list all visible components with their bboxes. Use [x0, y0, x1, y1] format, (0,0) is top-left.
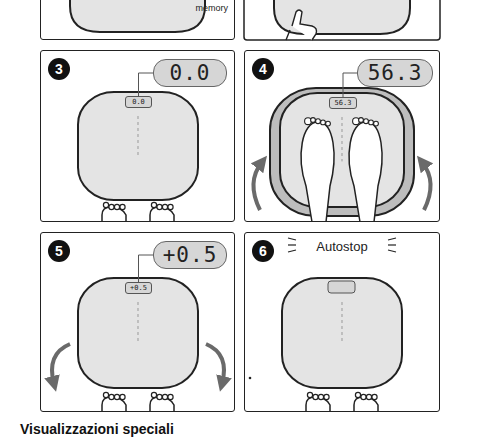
toe: [321, 120, 326, 125]
toe: [157, 204, 162, 209]
flash-mark: [288, 238, 296, 240]
toe: [109, 394, 114, 399]
flash-mark: [288, 244, 296, 245]
toe: [103, 392, 108, 397]
scale-body: [78, 278, 198, 388]
display-reading: +0.5: [130, 285, 147, 292]
motion-arrow: [253, 162, 262, 210]
toe: [369, 120, 374, 125]
toe: [114, 394, 119, 399]
step-number: 3: [48, 58, 70, 80]
leader-line: [343, 73, 357, 97]
toe: [359, 118, 364, 123]
toe: [324, 394, 329, 399]
section-heading: Visualizzazioni speciali: [20, 421, 174, 437]
scale-display: 56.3: [329, 97, 357, 109]
step-number: 4: [252, 58, 274, 80]
toe: [168, 204, 173, 209]
display-reading: +0.5: [163, 243, 218, 267]
step-panel: memory: [40, 0, 235, 40]
step-panel: 4 56.3 56.3: [244, 50, 440, 222]
toe: [114, 204, 119, 209]
scale-seam: [342, 117, 343, 161]
toe: [374, 121, 379, 126]
toe: [103, 202, 108, 207]
panel-art: [249, 238, 402, 412]
toe: [364, 119, 369, 124]
status-text: Autostop: [245, 239, 439, 254]
panel-art: [253, 88, 430, 222]
dot: [249, 377, 252, 380]
step-panel: 6Autostop: [244, 232, 440, 412]
toe: [313, 394, 318, 399]
display-reading: 56.3: [335, 100, 352, 107]
scale-seam: [138, 302, 139, 344]
step-panel: 5 +0.5 +0.5: [40, 232, 235, 412]
toe: [151, 202, 156, 207]
display-reading: 0.0: [170, 61, 211, 85]
scale-frame: [270, 88, 414, 216]
step-panel: 3 0.0 0.0: [40, 50, 235, 222]
toe: [162, 394, 167, 399]
hand: [286, 10, 317, 40]
scale-body: [282, 278, 402, 388]
toe: [355, 392, 360, 397]
display-callout: +0.5: [153, 241, 227, 269]
toe: [151, 392, 156, 397]
toe: [120, 394, 125, 399]
step-number: 6: [252, 240, 274, 262]
toe: [168, 394, 173, 399]
flash-mark: [388, 250, 396, 252]
scale-body: [78, 92, 198, 200]
scale-display: +0.5: [125, 282, 152, 294]
motion-arrow: [422, 162, 431, 210]
foot: [301, 122, 334, 222]
toe: [326, 121, 331, 126]
flash-mark: [388, 244, 396, 245]
scale-display: [328, 281, 355, 293]
panel-art: [70, 0, 205, 32]
panel-note: memory: [195, 3, 228, 13]
toe: [162, 204, 167, 209]
panel-art: [52, 278, 224, 412]
display-callout: 56.3: [357, 59, 433, 87]
toe: [372, 394, 377, 399]
toe: [318, 394, 323, 399]
flash-mark: [388, 238, 396, 240]
toe: [120, 204, 125, 209]
leader-line: [139, 73, 154, 96]
step-number: 5: [48, 240, 70, 262]
display-reading: 56.3: [368, 61, 423, 85]
leader-line: [139, 255, 154, 282]
toe: [316, 119, 321, 124]
scale-body: [70, 0, 205, 32]
motion-arrow: [52, 344, 70, 384]
toe: [307, 392, 312, 397]
motion-arrow: [206, 344, 224, 384]
toe: [157, 394, 162, 399]
scale-display: 0.0: [125, 96, 152, 108]
scale-seam: [342, 302, 343, 344]
display-callout: 0.0: [153, 59, 227, 87]
toe: [366, 394, 371, 399]
scale-seam: [138, 116, 139, 157]
step-panel: [244, 0, 440, 40]
toe: [361, 394, 366, 399]
flash-mark: [288, 250, 296, 252]
panel-art: [78, 92, 198, 222]
toe: [109, 204, 114, 209]
foot: [349, 122, 382, 222]
scale-body: [280, 93, 404, 207]
display-reading: 0.0: [132, 99, 145, 106]
toe: [311, 118, 316, 123]
